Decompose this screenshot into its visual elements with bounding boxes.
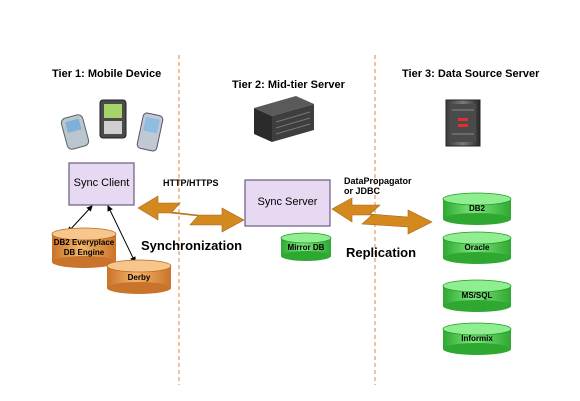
server-icon [254,96,314,142]
db2-source-label: DB2 [468,204,485,213]
sync-server-box [244,179,331,227]
replication-arrow [331,197,433,235]
client-to-db2e-arrow [67,205,93,233]
db2-source-db [442,192,512,225]
tier1-heading: Tier 1: Mobile Device [52,68,162,80]
mssql-source-db [442,279,512,312]
derby-db [106,259,172,294]
mirror-db [280,232,332,261]
db2-everyplace-db [51,227,117,268]
synchronization-label: Synchronization [141,238,243,253]
tier3-heading: Tier 3: Data Source Server [402,68,540,80]
client-to-derby-arrow [107,205,136,263]
tier2-heading: Tier 2: Mid-tier Server [232,79,345,91]
oracle-source-db [442,231,512,264]
http-sync-arrow [137,195,245,233]
mssql-source-label: MS/SQL [461,291,493,300]
sync-client-box [68,162,135,206]
protocol-label: HTTP/HTTPS [163,178,219,188]
sync-server-label: Sync Server [257,196,318,208]
rack-server-icon [445,99,481,147]
informix-source-label: Informix [461,334,493,343]
oracle-source-label: Oracle [464,243,490,252]
mirror-db-label: Mirror DB [287,243,325,252]
derby-label: Derby [127,273,151,282]
dataprop-label: DataPropagator or JDBC [344,176,412,196]
informix-source-db [442,322,512,355]
pda-devices-icon [60,99,164,152]
replication-label: Replication [346,245,417,260]
db2-everyplace-label: DB2 Everyplace DB Engine [53,238,115,257]
sync-client-label: Sync Client [73,177,130,189]
